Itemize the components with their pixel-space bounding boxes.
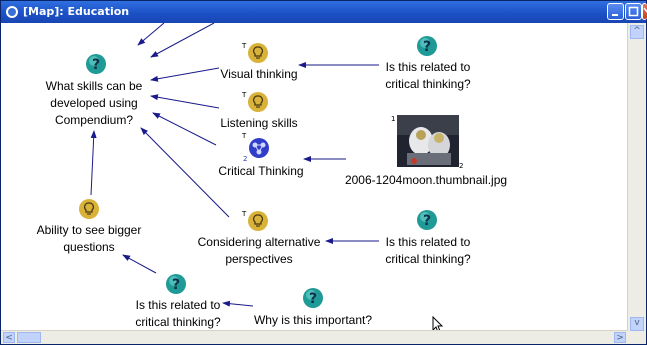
minimize-icon xyxy=(612,14,618,16)
arrow-question3-to-bigger xyxy=(122,254,157,274)
question-icon[interactable]: ? xyxy=(165,273,187,295)
arrow-important-to-question3 xyxy=(222,300,254,307)
node-listening-skills[interactable]: Listening skills xyxy=(220,116,298,130)
node-related-question-1[interactable]: Is this related to critical thinking? xyxy=(385,60,471,91)
image-icon[interactable] xyxy=(397,115,459,167)
vertical-scrollbar[interactable]: ^ v xyxy=(627,23,646,333)
arrow-alternative-to-main xyxy=(140,127,230,218)
svg-text:?: ? xyxy=(423,39,431,55)
svg-text:?: ? xyxy=(423,213,431,229)
map-icon[interactable] xyxy=(248,137,270,159)
svg-text:?: ? xyxy=(309,291,317,307)
node-badge-t: T xyxy=(242,132,247,140)
image-badge-1: 1 xyxy=(391,115,396,123)
svg-text:?: ? xyxy=(172,277,180,293)
question-icon[interactable]: ? xyxy=(416,35,438,57)
scroll-up-button[interactable]: ^ xyxy=(630,25,644,39)
scroll-left-button[interactable]: < xyxy=(3,332,15,343)
compendium-map-icon xyxy=(6,6,18,18)
arrow-offscreen-2 xyxy=(150,23,215,58)
question-icon[interactable]: ? xyxy=(416,209,438,231)
svg-text:?: ? xyxy=(92,57,100,73)
map-count-badge: 2 xyxy=(243,155,248,163)
node-badge-t: T xyxy=(242,210,247,218)
arrow-bigger-to-main xyxy=(90,130,97,196)
node-visual-thinking[interactable]: Visual thinking xyxy=(220,67,298,81)
arrow-visual-to-main xyxy=(150,67,220,82)
horizontal-scrollbar[interactable]: < > xyxy=(1,330,628,344)
title-bar[interactable]: [Map]: Education xyxy=(1,1,647,23)
node-alternative-perspectives[interactable]: Considering alternative perspectives xyxy=(197,235,321,266)
lightbulb-icon[interactable] xyxy=(78,198,100,220)
lightbulb-icon[interactable] xyxy=(247,210,269,232)
maximize-icon xyxy=(628,6,639,17)
image-badge-2: 2 xyxy=(459,162,464,170)
node-why-important[interactable]: Why is this important? xyxy=(253,313,373,327)
close-button[interactable] xyxy=(642,3,647,20)
node-critical-thinking[interactable]: Critical Thinking xyxy=(218,164,304,178)
lightbulb-icon[interactable] xyxy=(247,42,269,64)
map-canvas[interactable]: ? What skills can be developed using Com… xyxy=(1,23,628,333)
node-main-question[interactable]: What skills can be developed using Compe… xyxy=(45,79,143,127)
maximize-button[interactable] xyxy=(625,3,642,20)
node-bigger-questions[interactable]: Ability to see bigger questions xyxy=(36,223,142,254)
node-image[interactable]: 2006-1204moon.thumbnail.jpg xyxy=(344,173,508,187)
lightbulb-icon[interactable] xyxy=(247,91,269,113)
minimize-button[interactable] xyxy=(607,3,624,20)
window-title: [Map]: Education xyxy=(23,5,130,18)
question-icon[interactable]: ? xyxy=(302,287,324,309)
node-related-question-3[interactable]: Is this related to critical thinking? xyxy=(135,298,221,329)
arrow-critical-to-main xyxy=(152,112,217,146)
node-related-question-2[interactable]: Is this related to critical thinking? xyxy=(385,235,471,266)
link-arrows xyxy=(90,23,379,307)
scroll-corner xyxy=(628,331,646,344)
question-icon[interactable]: ? xyxy=(85,53,107,75)
node-badge-t: T xyxy=(242,42,247,50)
scroll-down-button[interactable]: v xyxy=(630,317,644,331)
scroll-right-button[interactable]: > xyxy=(614,332,626,343)
arrow-offscreen-1 xyxy=(137,23,165,46)
close-icon xyxy=(643,7,647,13)
node-badge-t: T xyxy=(242,91,247,99)
arrow-listening-to-main xyxy=(150,94,220,109)
scroll-thumb[interactable] xyxy=(17,332,41,343)
